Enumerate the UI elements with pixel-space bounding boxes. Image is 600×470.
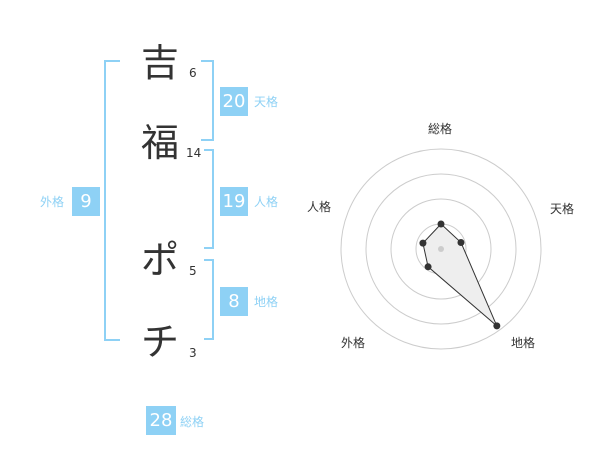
soukaku-label: 総格 — [180, 415, 205, 429]
radar-center-dot — [438, 246, 444, 252]
radar-axis-label-jinkaku: 人格 — [307, 200, 332, 214]
radar-point-2 — [493, 322, 501, 330]
soukaku-value-badge: 28 — [146, 406, 176, 435]
tenkaku-label: 天格 — [254, 95, 279, 109]
radar-axis-label-tenkaku: 天格 — [550, 202, 575, 216]
radar-grid-ring — [340, 148, 542, 350]
tenkaku-bracket — [201, 60, 214, 141]
stroke-count-2: 14 — [186, 146, 202, 160]
chikaku-bracket — [204, 259, 214, 340]
radar-point-0 — [437, 220, 445, 228]
name-char-3: ポ — [141, 238, 180, 282]
name-char-4: チ — [141, 320, 180, 364]
jinkaku-label: 人格 — [254, 195, 279, 209]
jinkaku-value-badge: 19 — [220, 187, 248, 216]
gaikaku-bracket — [104, 60, 120, 341]
radar-point-1 — [457, 239, 465, 247]
tenkaku-value-badge: 20 — [220, 87, 248, 116]
chikaku-label: 地格 — [254, 295, 279, 309]
radar-grid-ring — [365, 173, 517, 325]
stroke-count-4: 3 — [189, 346, 197, 360]
radar-axis-label-gaikaku: 外格 — [341, 336, 366, 350]
radar-point-4 — [419, 239, 427, 247]
name-char-1: 吉 — [141, 41, 180, 85]
gaikaku-label: 外格 — [40, 195, 65, 209]
radar-grid-ring — [390, 198, 492, 300]
radar-axis-label-chikaku: 地格 — [511, 336, 536, 350]
name-char-2: 福 — [141, 121, 180, 165]
radar-point-3 — [424, 263, 432, 271]
radar-axis-label-soukaku: 総格 — [428, 122, 453, 136]
stroke-count-1: 6 — [189, 66, 197, 80]
chikaku-value-badge: 8 — [220, 287, 248, 316]
gaikaku-value-badge: 9 — [72, 187, 100, 216]
stroke-count-3: 5 — [189, 264, 197, 278]
jinkaku-bracket — [204, 149, 214, 249]
